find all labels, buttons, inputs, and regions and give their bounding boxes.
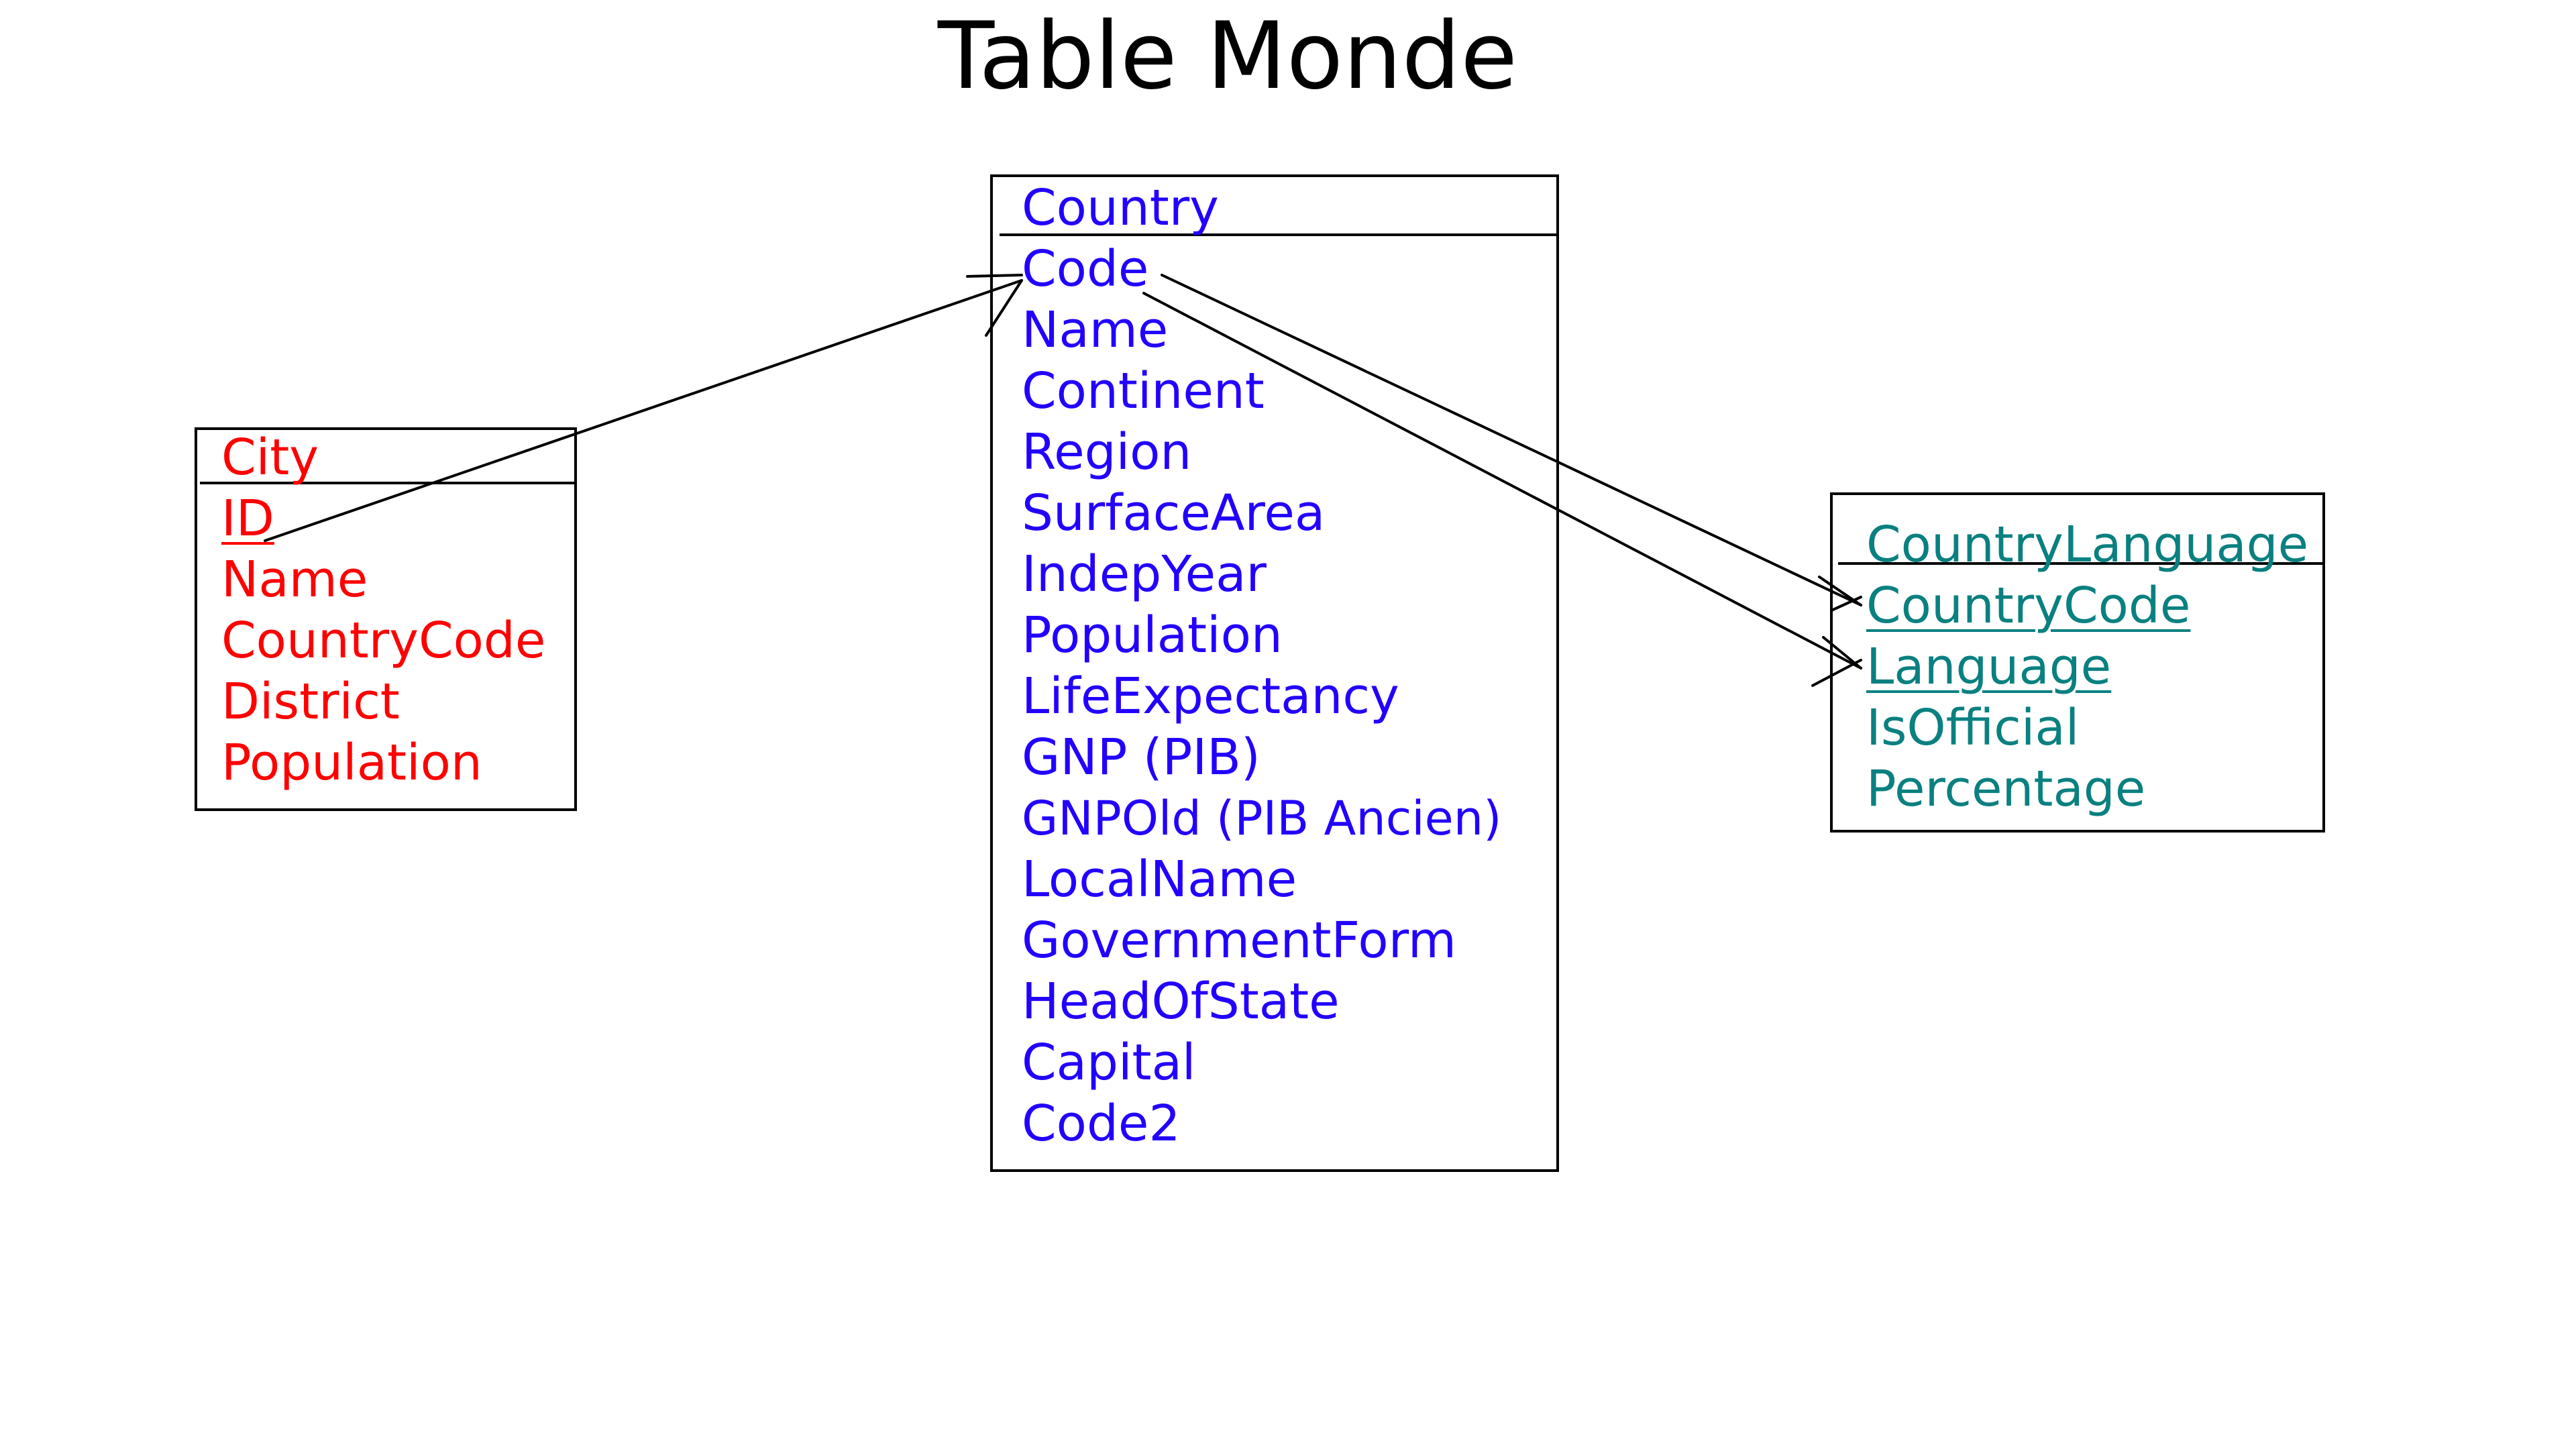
country-field-name: Name bbox=[1022, 301, 1169, 359]
country-field-gnpold: GNPOld (PIB Ancien) bbox=[1022, 791, 1502, 846]
countrylanguage-field-percentage: Percentage bbox=[1866, 760, 2146, 818]
country-field-gnp: GNP (PIB) bbox=[1022, 729, 1260, 786]
country-field-region: Region bbox=[1022, 423, 1192, 481]
countrylanguage-field-countrycode: CountryCode bbox=[1866, 577, 2191, 635]
country-field-code: Code bbox=[1022, 240, 1149, 298]
country-header-divider bbox=[1000, 233, 1559, 236]
country-field-continent: Continent bbox=[1022, 362, 1265, 420]
country-field-lifeexpectancy: LifeExpectancy bbox=[1022, 667, 1399, 725]
country-field-localname: LocalName bbox=[1022, 851, 1297, 908]
country-field-capital: Capital bbox=[1022, 1034, 1196, 1091]
city-field-district: District bbox=[221, 673, 400, 731]
country-field-population: Population bbox=[1022, 606, 1283, 664]
country-table-name: Country bbox=[1022, 179, 1219, 237]
country-field-indepyear: IndepYear bbox=[1022, 545, 1267, 603]
city-table-name: City bbox=[221, 429, 319, 486]
country-field-code2: Code2 bbox=[1022, 1095, 1181, 1152]
countrylanguage-table-name: CountryLanguage bbox=[1866, 516, 2309, 574]
city-field-name: Name bbox=[221, 551, 368, 608]
countrylanguage-header-divider bbox=[1838, 562, 2325, 565]
countrylanguage-field-isofficial: IsOfficial bbox=[1866, 699, 2080, 757]
city-field-id: ID bbox=[221, 490, 274, 547]
country-field-governmentform: GovernmentForm bbox=[1022, 912, 1456, 969]
city-field-population: Population bbox=[221, 734, 482, 792]
city-field-countrycode: CountryCode bbox=[221, 612, 546, 669]
diagram-title: Table Monde bbox=[937, 2, 1518, 110]
country-field-headofstate: HeadOfState bbox=[1022, 973, 1340, 1030]
countrylanguage-field-language: Language bbox=[1866, 638, 2112, 696]
country-field-surfacearea: SurfaceArea bbox=[1022, 484, 1326, 542]
